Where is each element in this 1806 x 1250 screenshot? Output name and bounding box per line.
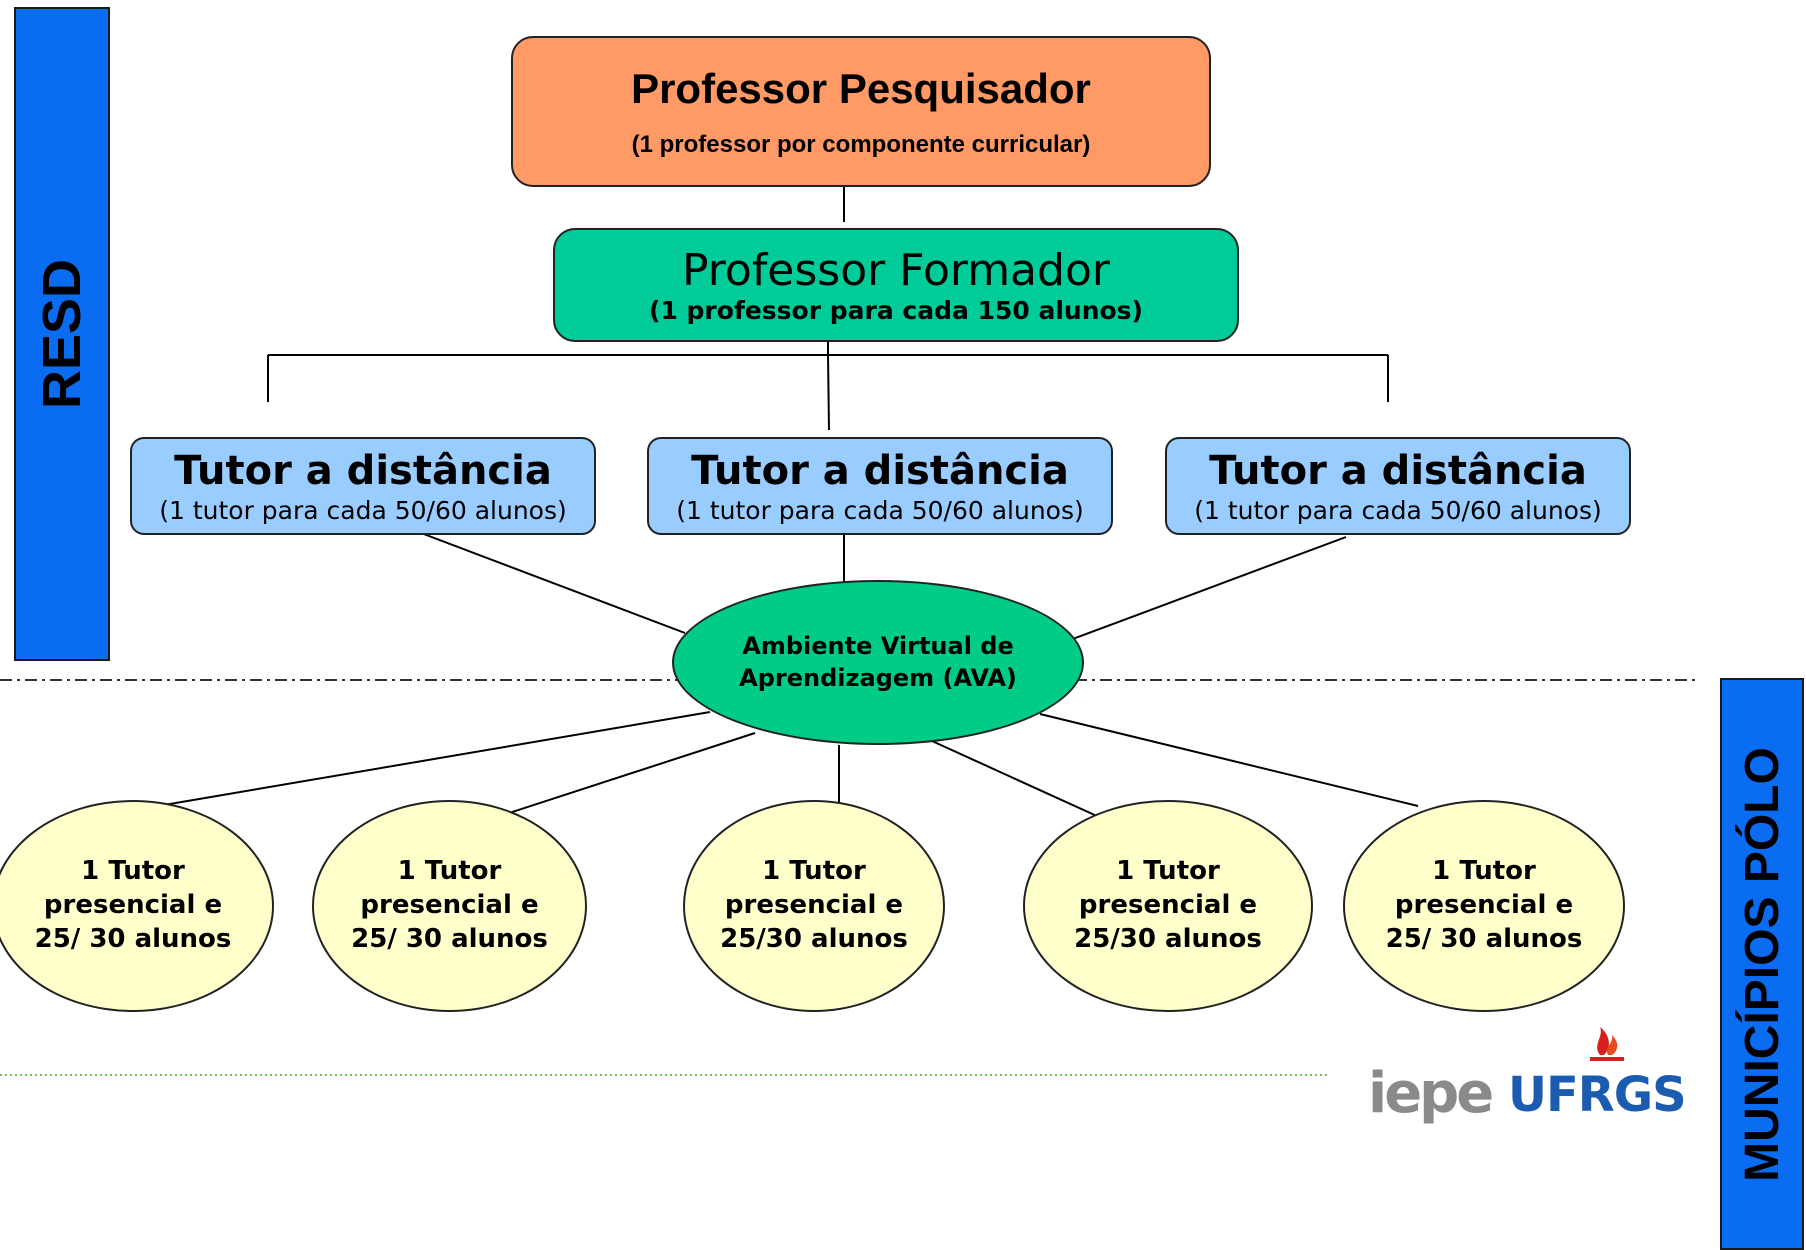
side-label-resd-text: RESD	[32, 258, 92, 410]
node-tutor-presencial: 1 Tutor presencial e 25/30 alunos	[1023, 800, 1313, 1012]
iepe-ufrgs-logo: iepe UFRGS	[1368, 1015, 1688, 1126]
tutor-presencial-label: 1 Tutor presencial e 25/ 30 alunos	[351, 856, 548, 954]
tutor-distancia-title: Tutor a distância	[174, 447, 552, 494]
tutor-distancia-subtitle: (1 tutor para cada 50/60 alunos)	[676, 495, 1084, 525]
node-tutor-presencial: 1 Tutor presencial e 25/ 30 alunos	[0, 800, 274, 1012]
tutor-distancia-title: Tutor a distância	[1209, 447, 1587, 494]
node-professor-pesquisador: Professor Pesquisador (1 professor por c…	[511, 36, 1211, 187]
node-tutor-distancia: Tutor a distância (1 tutor para cada 50/…	[130, 437, 596, 535]
node-ava: Ambiente Virtual de Aprendizagem (AVA)	[672, 580, 1084, 745]
pesquisador-subtitle: (1 professor por componente curricular)	[631, 130, 1091, 158]
node-professor-formador: Professor Formador (1 professor para cad…	[553, 228, 1239, 342]
formador-title: Professor Formador	[682, 245, 1110, 296]
logo-ufrgs: UFRGS	[1508, 1067, 1687, 1123]
tutor-presencial-label: 1 Tutor presencial e 25/ 30 alunos	[34, 856, 232, 954]
tutor-distancia-subtitle: (1 tutor para cada 50/60 alunos)	[159, 495, 567, 525]
side-label-municipios: MUNICÍPIOS PÓLO	[1720, 678, 1804, 1250]
logo-iepe: iepe	[1368, 1061, 1494, 1126]
node-tutor-presencial: 1 Tutor presencial e 25/30 alunos	[683, 800, 945, 1012]
tutor-distancia-subtitle: (1 tutor para cada 50/60 alunos)	[1194, 495, 1602, 525]
tutor-presencial-label: 1 Tutor presencial e 25/30 alunos	[1074, 856, 1262, 954]
side-label-municipios-text: MUNICÍPIOS PÓLO	[1735, 746, 1789, 1182]
node-tutor-presencial: 1 Tutor presencial e 25/ 30 alunos	[1343, 800, 1625, 1012]
side-label-resd: RESD	[14, 7, 110, 661]
tutor-presencial-label: 1 Tutor presencial e 25/ 30 alunos	[1385, 856, 1583, 954]
ufrgs-flame-icon	[1590, 1027, 1624, 1061]
formador-subtitle: (1 professor para cada 150 alunos)	[649, 296, 1143, 325]
node-tutor-distancia: Tutor a distância (1 tutor para cada 50/…	[1165, 437, 1631, 535]
node-tutor-distancia: Tutor a distância (1 tutor para cada 50/…	[647, 437, 1113, 535]
pesquisador-title: Professor Pesquisador	[631, 64, 1091, 112]
ava-label: Ambiente Virtual de Aprendizagem (AVA)	[739, 632, 1017, 692]
node-tutor-presencial: 1 Tutor presencial e 25/ 30 alunos	[312, 800, 587, 1012]
tutor-distancia-title: Tutor a distância	[691, 447, 1069, 494]
tutor-presencial-label: 1 Tutor presencial e 25/30 alunos	[720, 856, 908, 954]
